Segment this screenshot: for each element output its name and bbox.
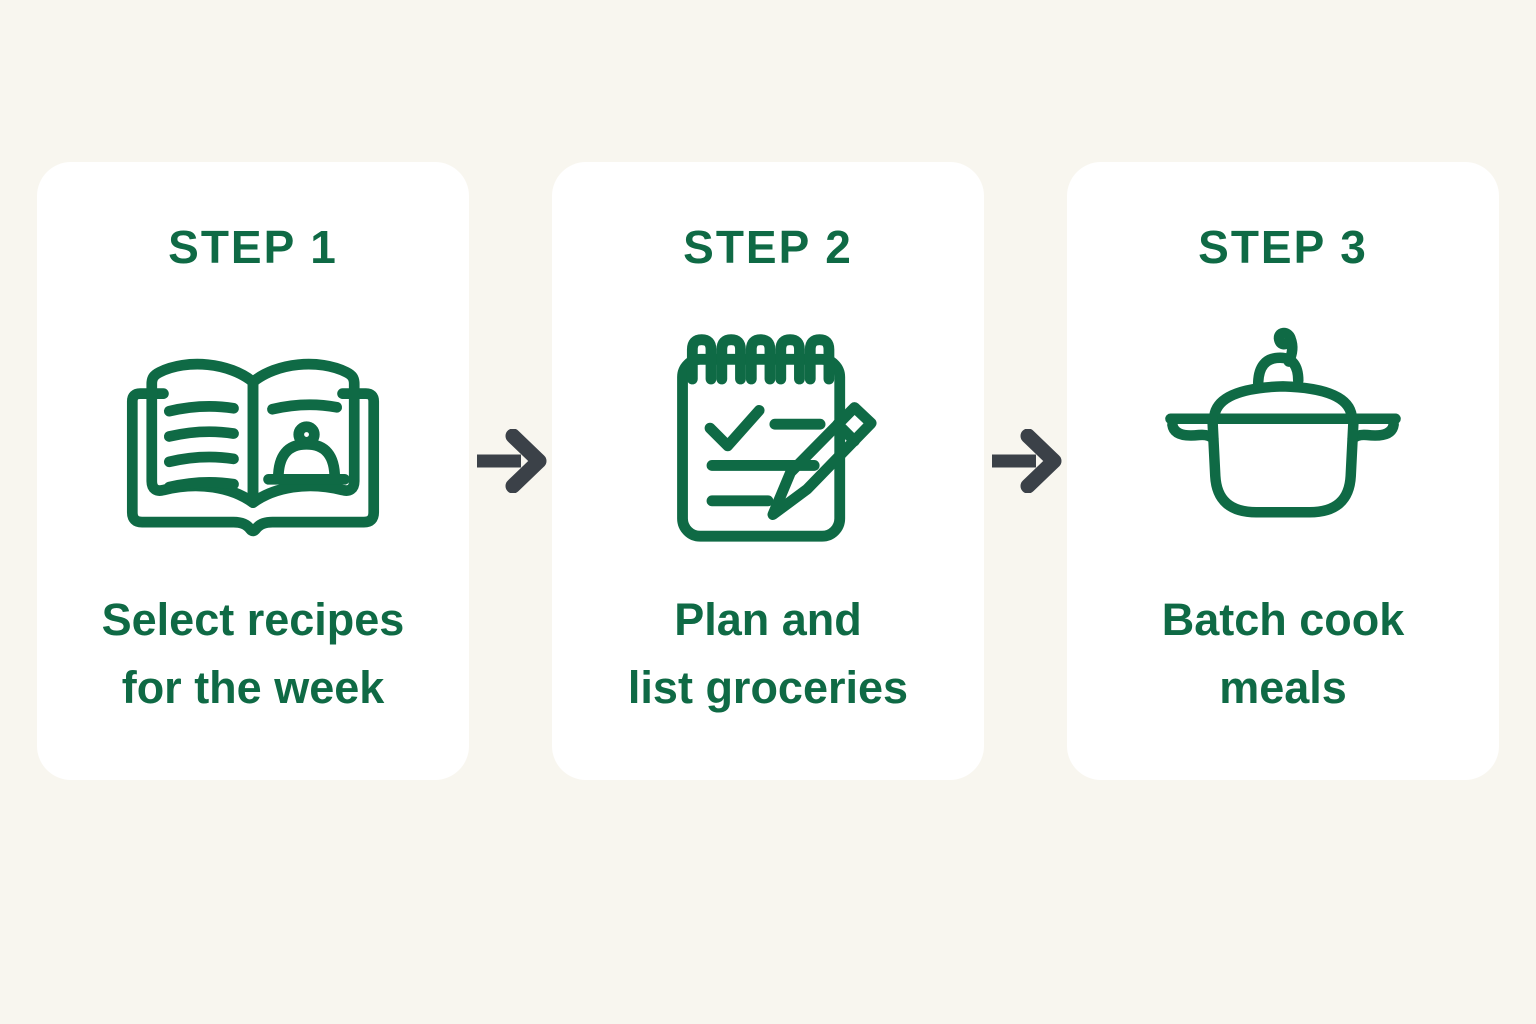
step-icon-box [1159,306,1407,564]
step-card-2: STEP 2 Plan and list groceri [552,162,984,780]
right-arrow-icon [991,429,1061,493]
step-caption: Select recipes for the week [101,594,405,713]
step-card-3: STEP 3 Batch cook meals [1067,162,1499,780]
step-icon-box [107,306,399,564]
step-label: STEP 1 [168,221,338,273]
step-caption: Batch cook meals [1161,594,1405,713]
step-icon-box [655,306,881,564]
recipe-book-icon [126,358,380,536]
cooking-pot-icon [1165,327,1401,518]
step-card-1: STEP 1 Select recip [37,162,469,780]
checklist-pencil-icon [677,334,877,542]
arrow-gap [469,162,552,780]
steps-row: STEP 1 Select recip [37,162,1499,780]
arrow-gap [984,162,1067,780]
step-label: STEP 3 [1198,221,1368,273]
step-caption: Plan and list groceries [627,594,909,713]
right-arrow-icon [476,429,546,493]
step-label: STEP 2 [683,221,853,273]
